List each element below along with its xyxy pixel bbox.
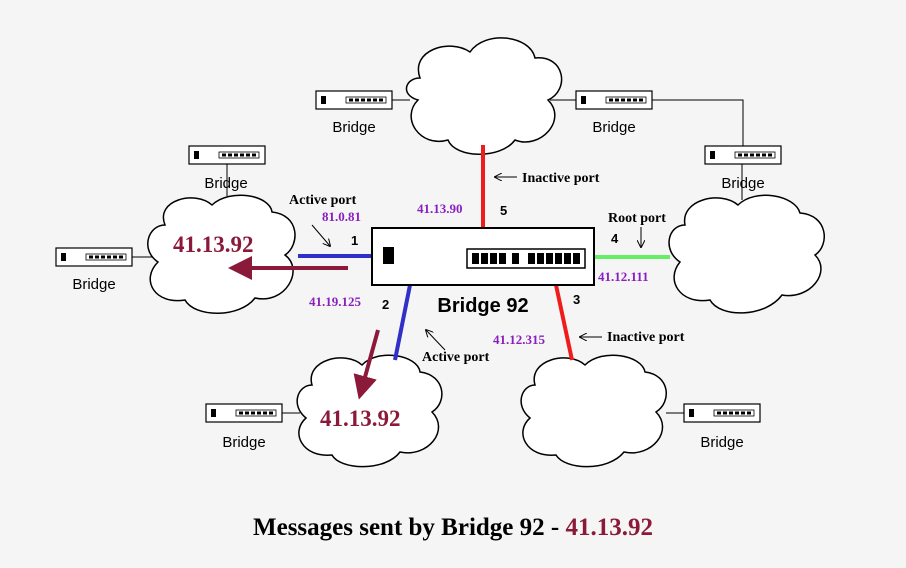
clouds — [147, 37, 825, 468]
port-1-pointer-arrow — [311, 224, 330, 246]
port-3-number: 3 — [573, 292, 580, 307]
bridge-bottom-left-icon — [205, 403, 283, 423]
bridge-upper-right-icon — [704, 145, 782, 165]
port-2-status: Active port — [422, 350, 490, 365]
bridge-bottom-left-label: Bridge — [222, 434, 265, 451]
cloud-bottom-left — [296, 354, 443, 468]
port-3-link — [554, 284, 574, 361]
caption-value: 41.13.92 — [565, 514, 653, 541]
port-4-address: 41.12.111 — [598, 269, 649, 284]
bridge-upper-left-icon — [188, 145, 266, 165]
port-3-address: 41.12.315 — [493, 332, 546, 347]
port-1-status: Active port — [289, 193, 357, 208]
bridge-upper-left-label: Bridge — [204, 175, 247, 192]
caption-prefix: Messages sent by Bridge 92 - — [253, 514, 565, 541]
cloud-bottom-right — [520, 354, 667, 468]
port-2-pointer-arrow — [426, 330, 446, 351]
left-cloud-message: 41.13.92 — [173, 232, 254, 257]
bridge-bottom-right-icon — [683, 403, 761, 423]
port-4-status: Root port — [608, 211, 666, 226]
port-2-link — [393, 284, 412, 361]
bridge-top-right-label: Bridge — [592, 119, 635, 136]
bridge-connections — [132, 99, 744, 414]
port-3-status: Inactive port — [607, 330, 685, 345]
bridge-top-left-icon — [315, 90, 393, 110]
port-2-address: 41.19.125 — [309, 294, 362, 309]
bridge-bottom-right-label: Bridge — [700, 434, 743, 451]
central-bridge — [371, 227, 595, 286]
cloud-top — [405, 37, 563, 155]
port-1-number: 1 — [351, 233, 358, 248]
central-bridge-name: Bridge 92 — [437, 295, 528, 317]
bridge-upper-right-label: Bridge — [721, 175, 764, 192]
diagram-caption: Messages sent by Bridge 92 - 41.13.92 — [253, 514, 653, 541]
port-5-status: Inactive port — [522, 171, 600, 186]
bridge-left-icon — [55, 247, 133, 267]
bridge-top-right-icon — [575, 90, 653, 110]
cloud-right — [668, 194, 825, 314]
port-2-number: 2 — [382, 297, 389, 312]
port-4-number: 4 — [611, 231, 619, 246]
port-1-address: 81.0.81 — [322, 209, 361, 224]
message-arrow-bottom — [353, 329, 380, 400]
port-5-address: 41.13.90 — [417, 201, 463, 216]
cloud-left — [147, 194, 296, 314]
bridge-top-left-label: Bridge — [332, 119, 375, 136]
port-5-number: 5 — [500, 203, 507, 218]
bottom-cloud-message: 41.13.92 — [320, 406, 401, 431]
bridge-left-label: Bridge — [72, 276, 115, 293]
